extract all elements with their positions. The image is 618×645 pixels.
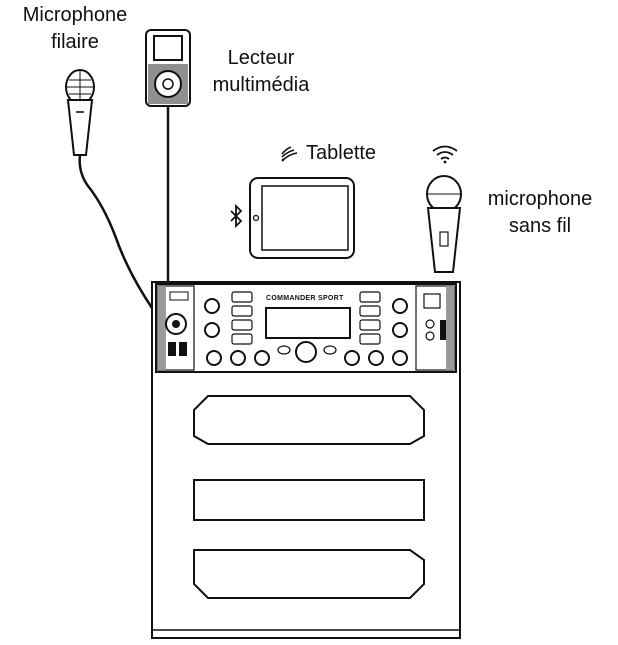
wired-mic-cable [78, 154, 169, 321]
knob [254, 350, 270, 366]
knob [204, 298, 220, 314]
lcd-display [265, 307, 351, 339]
media-player-label-line1: Lecteur [227, 47, 295, 69]
tablet [249, 177, 355, 259]
wired-microphone [65, 69, 95, 156]
knob [230, 350, 246, 366]
tablet-label: Tablette [306, 142, 377, 164]
cabinet-grille-bottom [193, 549, 425, 599]
master-volume-knob [295, 341, 317, 363]
media-player-label: Lecteur multimédia [196, 45, 326, 99]
knob [344, 350, 360, 366]
brand-text: COMMANDER SPORT [266, 295, 344, 302]
wired-mic-label: Microphone filaire [0, 2, 150, 56]
knob [206, 350, 222, 366]
media-player [145, 29, 191, 107]
knob [392, 298, 408, 314]
knob [368, 350, 384, 366]
cabinet-grille-middle [193, 479, 425, 521]
bluetooth-icon [230, 203, 243, 229]
control-panel: COMMANDER SPORT [155, 283, 457, 373]
wireless-mic-label-line2: sans fil [508, 215, 572, 237]
wireless-microphone [426, 175, 462, 273]
wireless-mic-label-line1: microphone [487, 188, 593, 210]
wifi-icon [281, 146, 298, 162]
media-player-label-line2: multimédia [212, 74, 310, 96]
wired-mic-label-line1: Microphone [22, 4, 128, 26]
knob [392, 322, 408, 338]
cabinet-grille-top [193, 395, 425, 445]
knob [204, 322, 220, 338]
wireless-mic-label: microphone sans fil [470, 186, 610, 240]
wired-mic-label-line2: filaire [51, 31, 99, 53]
wifi-icon [432, 145, 458, 164]
knob [392, 350, 408, 366]
